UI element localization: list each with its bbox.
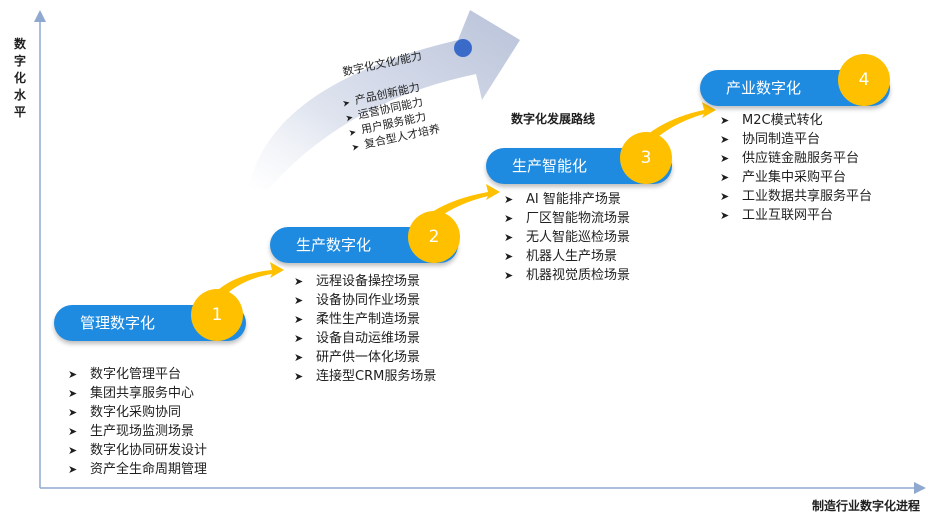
arrow-bullet-icon: ➤ (294, 351, 304, 364)
arrow-bullet-icon: ➤ (720, 190, 730, 203)
arrow-bullet-icon: ➤ (68, 444, 78, 457)
stage-4-list: ➤M2C模式转化 ➤协同制造平台 ➤供应链金融服务平台 ➤产业集中采购平台 ➤工… (720, 111, 872, 225)
arrow-bullet-icon: ➤ (294, 370, 304, 383)
list-item: ➤资产全生命周期管理 (68, 462, 208, 477)
list-item: ➤无人智能巡检场景 (504, 230, 631, 245)
list-item: ➤设备协同作业场景 (294, 293, 421, 308)
list-item: ➤厂区智能物流场景 (504, 211, 631, 226)
list-item: ➤工业数据共享服务平台 (720, 189, 873, 204)
stage-1-number: 1 (191, 289, 243, 341)
connector-1-2 (216, 262, 284, 298)
route-title: 数字化发展路线 (511, 112, 596, 126)
connector-3-4 (648, 102, 716, 140)
list-item: ➤柔性生产制造场景 (294, 312, 421, 327)
arrow-bullet-icon: ➤ (504, 269, 514, 282)
arrow-bullet-icon: ➤ (294, 332, 304, 345)
stage-2-list: ➤远程设备操控场景 ➤设备协同作业场景 ➤柔性生产制造场景 ➤设备自动运维场景 … (294, 272, 436, 386)
arrow-bullet-icon: ➤ (294, 313, 304, 326)
list-item: ➤数字化采购协同 (68, 405, 182, 420)
arrow-bullet-icon: ➤ (504, 250, 514, 263)
list-item: ➤集团共享服务中心 (68, 386, 195, 401)
arrow-bullet-icon: ➤ (68, 425, 78, 438)
connector-2-3 (432, 184, 500, 218)
arrow-bullet-icon: ➤ (720, 171, 730, 184)
list-item: ➤连接型CRM服务场景 (294, 369, 437, 384)
culture-dot (454, 39, 472, 57)
arrow-bullet-icon: ➤ (504, 193, 514, 206)
list-item: ➤数字化协同研发设计 (68, 443, 208, 458)
culture-arrow (248, 10, 520, 190)
arrow-bullet-icon: ➤ (720, 209, 730, 222)
list-item: ➤协同制造平台 (720, 132, 821, 147)
list-item: ➤生产现场监测场景 (68, 424, 195, 439)
stage-4-number: 4 (838, 54, 890, 106)
list-item: ➤产业集中采购平台 (720, 170, 847, 185)
list-item: ➤研产供一体化场景 (294, 350, 421, 365)
list-item: ➤设备自动运维场景 (294, 331, 421, 346)
x-axis-label: 制造行业数字化进程 (811, 499, 920, 513)
arrow-bullet-icon: ➤ (68, 387, 78, 400)
arrow-bullet-icon: ➤ (68, 368, 78, 381)
list-item: ➤数字化管理平台 (68, 367, 182, 382)
arrow-bullet-icon: ➤ (294, 294, 304, 307)
arrow-bullet-icon: ➤ (68, 406, 78, 419)
arrow-bullet-icon: ➤ (720, 133, 730, 146)
arrow-bullet-icon: ➤ (504, 231, 514, 244)
list-item: ➤远程设备操控场景 (294, 274, 421, 289)
list-item: ➤机器人生产场景 (504, 249, 618, 264)
stage-3-number: 3 (620, 132, 672, 184)
stage-2-number: 2 (408, 211, 460, 263)
list-item: ➤M2C模式转化 (720, 113, 823, 128)
list-item: ➤工业互联网平台 (720, 208, 834, 223)
stage-1-list: ➤数字化管理平台 ➤集团共享服务中心 ➤数字化采购协同 ➤生产现场监测场景 ➤数… (68, 365, 207, 479)
stage-3-list: ➤AI 智能排产场景 ➤厂区智能物流场景 ➤无人智能巡检场景 ➤机器人生产场景 … (504, 190, 630, 285)
arrow-bullet-icon: ➤ (294, 275, 304, 288)
y-axis-label: 数字化水平 (13, 37, 26, 119)
arrow-bullet-icon: ➤ (504, 212, 514, 225)
arrow-bullet-icon: ➤ (68, 463, 78, 476)
arrow-bullet-icon: ➤ (720, 152, 730, 165)
list-item: ➤供应链金融服务平台 (720, 151, 860, 166)
list-item: ➤AI 智能排产场景 (504, 192, 621, 207)
list-item: ➤机器视觉质检场景 (504, 268, 631, 283)
arrow-bullet-icon: ➤ (720, 114, 730, 127)
